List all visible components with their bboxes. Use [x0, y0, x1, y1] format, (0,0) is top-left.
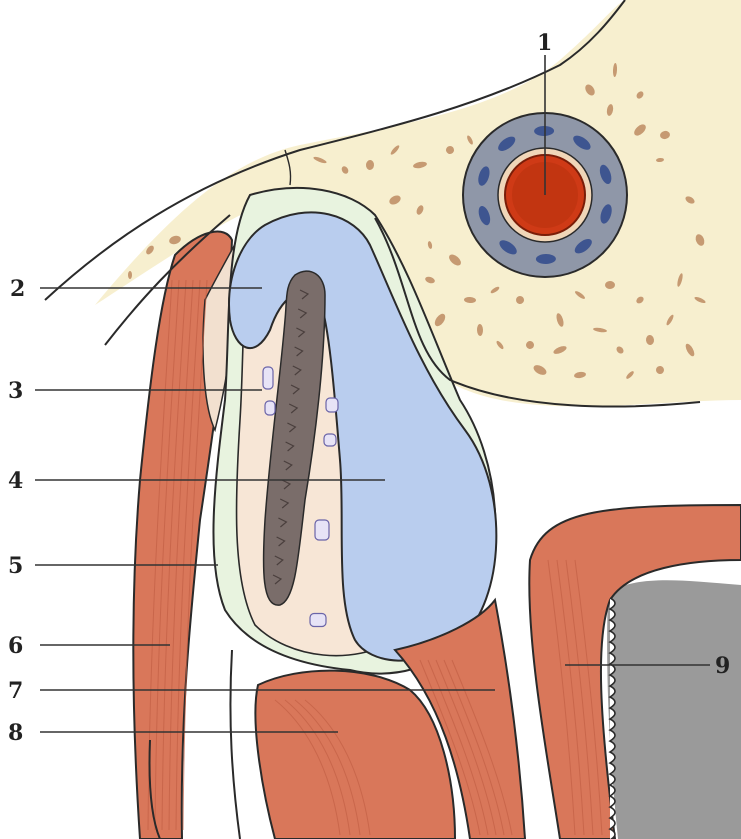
label-6: 6: [8, 633, 23, 659]
label-1: 1: [537, 30, 552, 56]
label-2: 2: [10, 276, 25, 302]
muscle-8: [255, 671, 455, 839]
bone-speckle: [128, 271, 132, 279]
tissue-cell: [326, 398, 338, 412]
label-3: 3: [8, 378, 23, 404]
tissue-cell: [315, 520, 329, 540]
left-lower-curve: [230, 650, 240, 839]
tissue-cell: [310, 614, 326, 627]
cavity-space: [607, 580, 741, 839]
label-4: 4: [8, 468, 23, 494]
tissue-cell: [263, 367, 273, 389]
label-9: 9: [715, 653, 730, 679]
tissue-cell: [265, 401, 275, 415]
tissue-cell: [324, 434, 336, 446]
label-5: 5: [8, 553, 23, 579]
label-8: 8: [8, 720, 23, 746]
label-7: 7: [8, 678, 23, 704]
